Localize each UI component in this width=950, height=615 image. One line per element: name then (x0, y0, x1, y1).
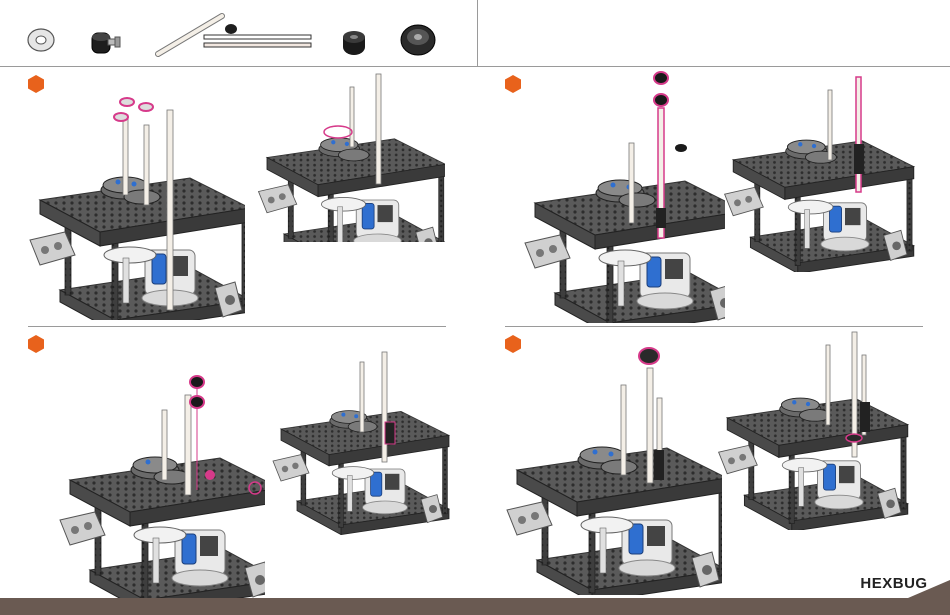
gear-hub-icon (398, 22, 438, 58)
step3-result-illustration (265, 350, 450, 535)
parts-bar (0, 0, 950, 67)
gear-hub-icon (639, 348, 659, 364)
callout-dot-icon (205, 470, 215, 480)
section-divider-right (505, 326, 923, 327)
footer-bar (0, 598, 950, 615)
spacer-icon (340, 29, 368, 57)
step3-main-illustration (50, 370, 265, 600)
spacer-icon (654, 94, 668, 106)
washer-highlight-icon (139, 103, 153, 111)
washer-icon (27, 27, 55, 53)
axle-icon (123, 115, 128, 195)
motor-gear-icon (88, 28, 124, 58)
washer-highlight-icon (324, 126, 352, 138)
step-marker-hexagon (27, 335, 45, 353)
logo-text: HEXBUG (855, 575, 933, 591)
axle-icon (167, 110, 173, 310)
step2-result-illustration (716, 72, 916, 272)
step1-result-illustration (250, 72, 445, 242)
spacer-icon (654, 72, 668, 84)
axle-icon (144, 125, 149, 205)
step2-main-illustration (515, 68, 725, 323)
section-divider-left (28, 326, 446, 327)
washer-highlight-icon (114, 113, 128, 121)
step4-main-illustration (497, 340, 722, 595)
hexbug-logo: HEXBUG (855, 572, 933, 594)
washer-highlight-icon (120, 98, 134, 106)
axle-length-guide (200, 21, 315, 51)
spacer-short-icon (675, 144, 687, 152)
step4-result-illustration (710, 330, 920, 530)
spacer-short-icon (225, 24, 237, 34)
parts-divider (477, 0, 478, 66)
step1-main-illustration (20, 90, 245, 320)
